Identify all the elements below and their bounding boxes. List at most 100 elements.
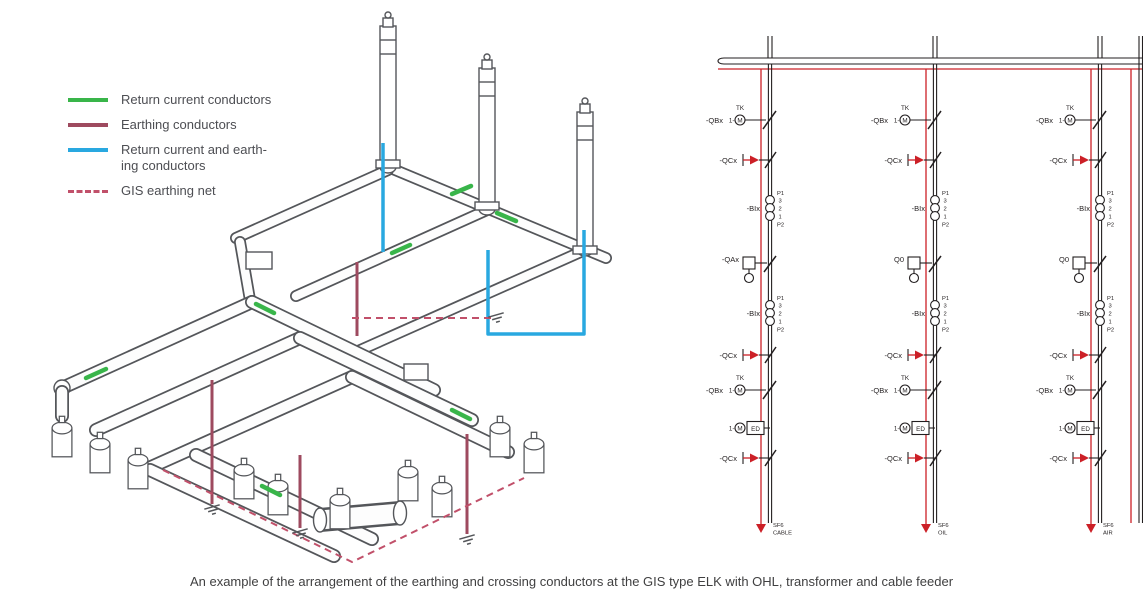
terminal-line1: SF6 xyxy=(938,523,949,529)
motor-prefix-top: 1- xyxy=(1059,118,1065,125)
breaker-label: Q0 xyxy=(1059,255,1069,264)
drive-motor-prefix: 1- xyxy=(1059,426,1065,433)
bushing-1 xyxy=(375,11,401,169)
motor-prefix-bottom: 1- xyxy=(894,388,900,395)
legend-label-earthing-net: GIS earthing net xyxy=(121,183,216,198)
earthing-switch-top-label: -QCx xyxy=(885,156,903,165)
tk-bottom-label: TK xyxy=(736,375,745,382)
terminal-line2: CABLE xyxy=(773,531,792,537)
tk-top-label: TK xyxy=(736,105,745,112)
ct-top-tap3: 3 xyxy=(779,199,782,205)
ct-bottom-tap2: 2 xyxy=(1109,312,1112,318)
ohl-bushings xyxy=(375,11,598,255)
disconnector-top-label: -QBx xyxy=(1036,116,1053,125)
ct-bottom-tap3: 3 xyxy=(1109,304,1112,310)
ct-top-tap3: 3 xyxy=(1109,199,1112,205)
bus-continuation xyxy=(1130,36,1143,523)
disconnector-bottom-label: -QBx xyxy=(706,386,723,395)
motor-prefix-bottom: 1- xyxy=(729,388,735,395)
ct-top-tap2: 2 xyxy=(1109,207,1112,213)
ct-top-p1: P1 xyxy=(942,191,949,197)
ct-top-p1: P1 xyxy=(777,191,784,197)
ct-bottom-p1: P1 xyxy=(942,296,949,302)
ct-top-label: -BIx xyxy=(747,204,761,213)
drive-motor: M xyxy=(737,426,742,433)
motor-prefix-top: 1- xyxy=(894,118,900,125)
tk-top-label: TK xyxy=(1066,105,1075,112)
legend: Return current conductors Earthing condu… xyxy=(68,92,318,208)
ct-bottom-p2: P2 xyxy=(942,328,949,334)
ct-bottom-label: -BIx xyxy=(1077,309,1091,318)
feeder-column-2: -QBx 1- M TK -QCx -BIx P1 3 2 1 P2 Q0 -B… xyxy=(871,35,949,537)
ct-top-label: -BIx xyxy=(912,204,926,213)
ct-bottom-tap1: 1 xyxy=(944,320,947,326)
motor-bottom: M xyxy=(902,388,907,395)
legend-item-earthing: Earthing conductors xyxy=(68,117,318,133)
ct-top-tap1: 1 xyxy=(1109,215,1112,221)
legend-label-return-and-earthing: Return current and earth- ing conductors xyxy=(121,142,267,173)
ct-top-label: -BIx xyxy=(1077,204,1091,213)
terminal-line1: SF6 xyxy=(773,523,784,529)
top-busbar xyxy=(717,57,1143,70)
legend-swatch-earthing xyxy=(68,123,108,127)
motor-prefix-bottom: 1- xyxy=(1059,388,1065,395)
ct-bottom-tap3: 3 xyxy=(944,304,947,310)
ct-top-p2: P2 xyxy=(777,223,784,229)
single-line-schematic: -QBx 1- M TK -QCx -BIx P1 3 2 1 P2 -QAx … xyxy=(706,35,1143,537)
legend-swatch-earthing-net xyxy=(68,190,108,193)
ct-bottom-label: -BIx xyxy=(747,309,761,318)
earth-symbol xyxy=(458,534,478,547)
drive-motor-prefix: 1- xyxy=(894,426,900,433)
tk-top-label: TK xyxy=(901,105,910,112)
ct-bottom-p1: P1 xyxy=(777,296,784,302)
ct-bottom-p2: P2 xyxy=(777,328,784,334)
drive-ed-label: ED xyxy=(1081,426,1090,433)
return-and-earthing-conductors xyxy=(381,143,586,336)
ct-bottom-p2: P2 xyxy=(1107,328,1114,334)
legend-swatch-return-current xyxy=(68,98,108,102)
motor-top: M xyxy=(1067,118,1072,125)
disconnector-bottom-label: -QBx xyxy=(1036,386,1053,395)
ct-bottom-tap3: 3 xyxy=(779,304,782,310)
gis-bays xyxy=(51,251,545,563)
gis-isometric-drawing xyxy=(51,11,612,563)
motor-bottom: M xyxy=(737,388,742,395)
motor-top: M xyxy=(902,118,907,125)
terminal-line1: SF6 xyxy=(1103,523,1114,529)
drive-motor: M xyxy=(1067,426,1072,433)
earthing-conductors xyxy=(210,262,469,534)
tk-bottom-label: TK xyxy=(1066,375,1075,382)
ct-top-p2: P2 xyxy=(942,223,949,229)
drive-ed-label: ED xyxy=(751,426,760,433)
ct-top-tap1: 1 xyxy=(779,215,782,221)
legend-item-return-current: Return current conductors xyxy=(68,92,318,108)
disconnector-bottom-label: -QBx xyxy=(871,386,888,395)
earthing-switch-top-label: -QCx xyxy=(1050,156,1068,165)
bushing-2 xyxy=(474,53,500,211)
ct-top-p1: P1 xyxy=(1107,191,1114,197)
terminal-line2: AIR xyxy=(1103,531,1113,537)
earthing-switch-mid-label: -QCx xyxy=(720,351,738,360)
legend-item-earthing-net: GIS earthing net xyxy=(68,183,318,199)
earthing-switch-top-label: -QCx xyxy=(720,156,738,165)
ct-top-tap2: 2 xyxy=(944,207,947,213)
legend-item-return-and-earthing: Return current and earth- ing conductors xyxy=(68,142,318,174)
caption: An example of the arrangement of the ear… xyxy=(189,574,954,589)
ct-bottom-tap1: 1 xyxy=(1109,320,1112,326)
ct-bottom-tap2: 2 xyxy=(944,312,947,318)
ct-bottom-label: -BIx xyxy=(912,309,926,318)
earthing-switch-bottom-label: -QCx xyxy=(720,454,738,463)
breaker-label: Q0 xyxy=(894,255,904,264)
feeder-column-3: -QBx 1- M TK -QCx -BIx P1 3 2 1 P2 Q0 -B… xyxy=(1036,35,1114,537)
return-current-conductors xyxy=(83,183,519,498)
drive-motor-prefix: 1- xyxy=(729,426,735,433)
disconnector-top-label: -QBx xyxy=(871,116,888,125)
ct-bottom-p1: P1 xyxy=(1107,296,1114,302)
earthing-switch-bottom-label: -QCx xyxy=(1050,454,1068,463)
earthing-switch-mid-label: -QCx xyxy=(885,351,903,360)
ct-bottom-tap1: 1 xyxy=(779,320,782,326)
legend-label-earthing: Earthing conductors xyxy=(121,117,237,132)
terminal-line2: OIL xyxy=(938,531,948,537)
tk-bottom-label: TK xyxy=(901,375,910,382)
